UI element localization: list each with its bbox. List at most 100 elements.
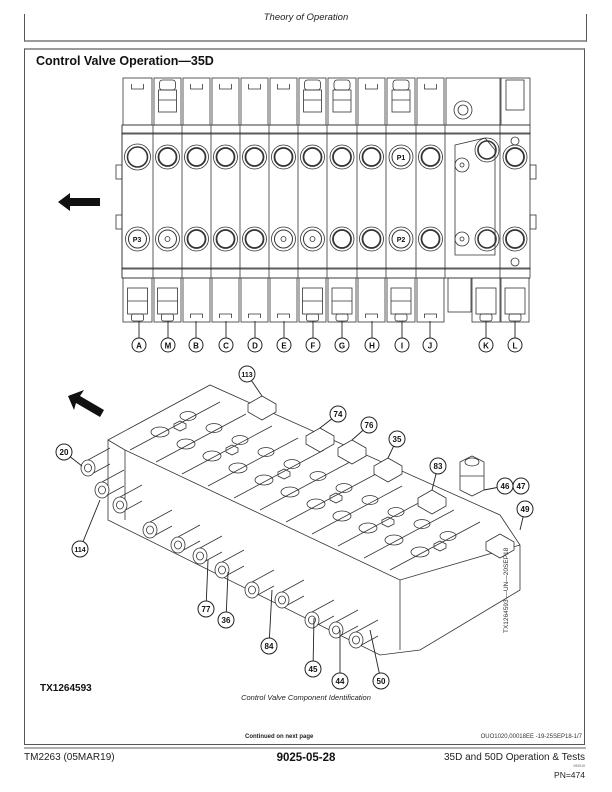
port-inner [391, 147, 411, 167]
footer-page-code: 9025-05-28 [276, 752, 336, 764]
callout-circle [304, 660, 322, 678]
top-port [306, 498, 326, 510]
spool-bore [332, 625, 340, 635]
hex-plug [329, 492, 343, 504]
port-inner [126, 146, 149, 168]
relief-valve-top [464, 457, 480, 467]
fitting-body [505, 79, 525, 111]
fitting-nut [306, 313, 319, 322]
port-inner [215, 229, 236, 249]
port-inner [244, 229, 265, 249]
port-outer [213, 144, 238, 170]
callout-circle [188, 337, 204, 353]
top-cap [182, 77, 211, 126]
bottom-cap [416, 277, 445, 323]
cap-slot [190, 84, 203, 90]
callout-label-i: I [401, 342, 403, 351]
continued-note: Continued on next page [245, 734, 314, 740]
port-inner [186, 229, 207, 249]
port-dot [164, 236, 171, 242]
port-outer [418, 144, 443, 170]
callout-label-20: 20 [60, 448, 69, 457]
callout-leader [312, 617, 315, 670]
inlet-port-inner [457, 104, 469, 116]
spool-end [348, 631, 364, 649]
callout-circle [217, 611, 235, 629]
spool-bore [308, 615, 316, 625]
side-bolt [529, 164, 537, 180]
port-outer [388, 226, 414, 252]
top-port [202, 450, 222, 462]
callout-label-b: B [193, 342, 199, 351]
top-port [410, 546, 430, 558]
port-inner [420, 229, 441, 249]
bottom-cap [386, 277, 416, 323]
section-seam [129, 401, 221, 451]
spool-end [274, 591, 290, 609]
top-port [176, 438, 196, 450]
section-seam [311, 485, 403, 535]
fitting-nut [161, 313, 174, 322]
section-title: Control Valve Operation—35D [36, 54, 214, 68]
section-seam [363, 509, 455, 559]
spool-end [192, 547, 208, 565]
section-seam [389, 521, 481, 571]
fitting-nut [159, 79, 176, 91]
callout-label-50: 50 [377, 677, 386, 686]
top-port [332, 510, 352, 522]
callout-circle [329, 405, 347, 423]
top-cap [240, 77, 269, 126]
port-outer [184, 226, 209, 252]
footer-tiny-code: 090519 [573, 764, 585, 768]
spool-end [304, 611, 320, 629]
top-cap [122, 77, 153, 126]
top-port [205, 423, 223, 433]
callout-label-d: D [252, 342, 258, 351]
port-inner [332, 229, 352, 249]
top-port [358, 522, 378, 534]
callout-label-46: 46 [501, 482, 510, 491]
callout-label-114: 114 [74, 547, 85, 554]
valve-block [107, 384, 521, 656]
callout-circle [429, 457, 447, 475]
inlet-port-outer [453, 100, 473, 120]
spool-bore [84, 463, 92, 473]
top-cap [298, 77, 327, 126]
footer-divider [24, 747, 586, 749]
callout-label-l: L [513, 342, 518, 351]
end-top-cap [500, 77, 531, 126]
figure-caption: Control Valve Component Identification [241, 693, 371, 702]
callout-circle [160, 337, 176, 353]
callout-circle [247, 337, 263, 353]
callout-leader [79, 499, 101, 550]
callout-circle [334, 337, 350, 353]
spool-end [214, 561, 230, 579]
top-cap [153, 77, 182, 126]
port-outer [155, 144, 180, 170]
fitting-nut [304, 79, 321, 91]
fitting-nut [335, 313, 349, 322]
cap-slot [277, 313, 290, 318]
top-port [384, 534, 404, 546]
fitting-body [504, 287, 526, 315]
port-outer [329, 144, 355, 170]
top-cap [269, 77, 298, 126]
port-inner [157, 147, 178, 167]
callout-circle [364, 337, 380, 353]
port-outer [271, 226, 296, 252]
bottom-cap [182, 277, 211, 323]
callout-circle [394, 337, 410, 353]
spool-end [244, 581, 260, 599]
spool-bore [278, 595, 286, 605]
callout-label-74: 74 [334, 410, 343, 419]
fitting-nut [479, 313, 493, 322]
top-cap [211, 77, 240, 126]
top-port [283, 459, 301, 469]
bottom-cap [298, 277, 327, 323]
cap-slot [424, 313, 437, 318]
header-frame [24, 14, 587, 42]
bottom-cap [211, 277, 240, 323]
